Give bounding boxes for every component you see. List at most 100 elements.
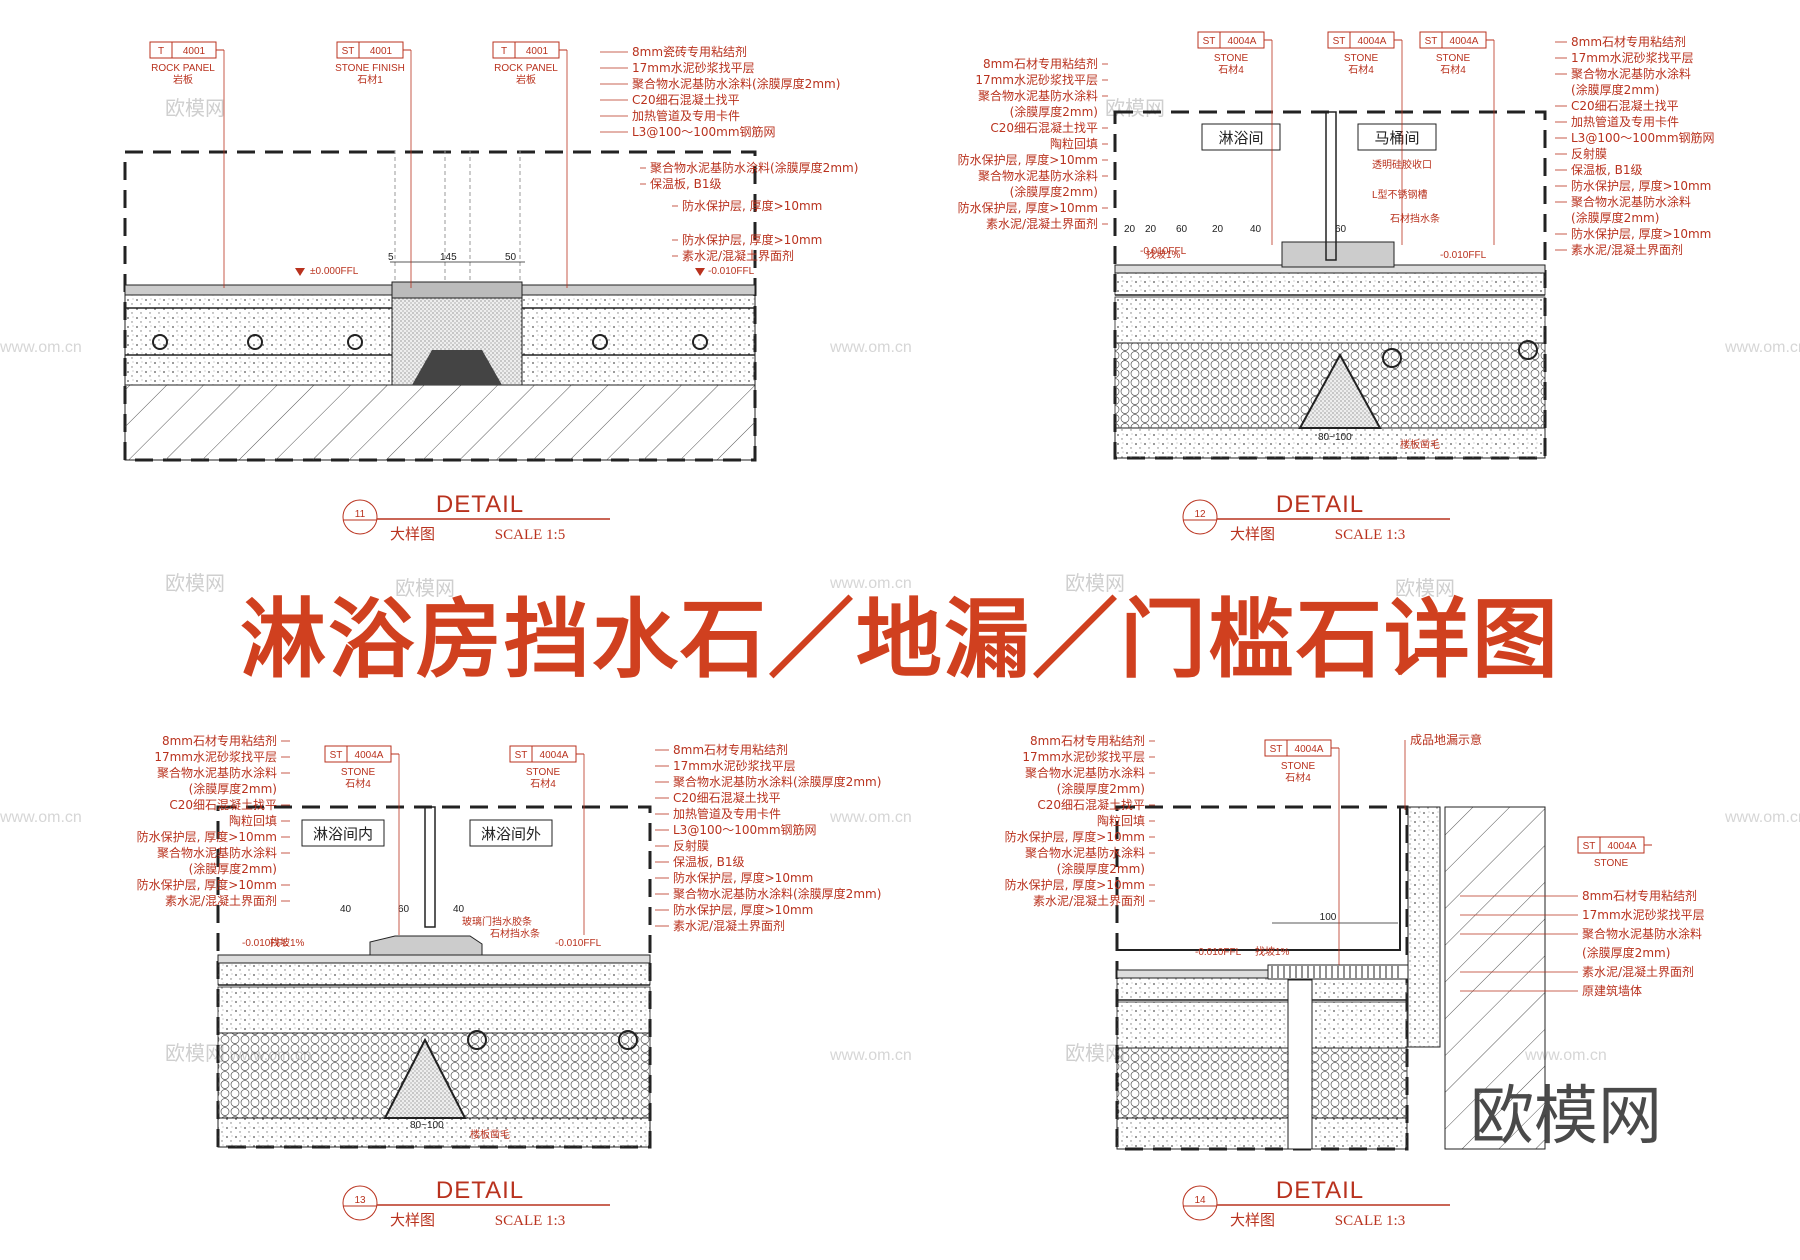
watermark-url: www.om.cn [1724,809,1800,826]
detail-number: 14 [1194,1195,1206,1206]
callout-label: 聚合物水泥基防水涂料(涂膜厚度2mm) [673,886,881,901]
heating-pipe [692,334,708,350]
note-text: 楼板凿毛 [1400,438,1440,451]
detail-scale: SCALE 1:3 [1335,1213,1405,1229]
material-tag-name: STONE [1344,53,1379,64]
material-tag-number: 4004A [1295,744,1324,755]
material-tag-cn: 岩板 [173,73,193,86]
threshold-stone [391,281,523,299]
material-tag-name: STONE [1281,761,1316,772]
detail-subtitle: 大样图 [390,526,435,543]
material-tag-name: STONE [1436,53,1471,64]
banner-title: 淋浴房挡水石／地漏／门槛石详图 [240,590,1560,690]
detail-number: 13 [354,1195,366,1206]
callout-label: 8mm石材专用粘结剂 [1582,888,1697,903]
dimension-value: 20 [1145,224,1157,235]
note-text: 成品地漏示意 [1410,732,1482,747]
structural-slab [1116,1117,1408,1150]
callout-label: 聚合物水泥基防水涂料 [1582,926,1702,941]
material-tag-name: STONE [1214,53,1249,64]
watermark-url: www.om.cn [1724,339,1800,356]
callout-label: 17mm水泥砂浆找平层 [632,60,755,75]
material-tag-number: 4004A [355,750,384,761]
callout-label: 素水泥/混凝土界面剂 [682,248,794,263]
callout-label: 素水泥/混凝土界面剂 [673,918,785,933]
watermark-text: 欧模网 [165,1041,225,1065]
glass-door-panel [424,806,436,928]
detail-heading: DETAIL [436,1177,524,1204]
callout-label: (涂膜厚度2mm) [189,861,277,876]
brand-logo: 欧模网 [1470,1080,1662,1154]
callout-label: (涂膜厚度2mm) [1010,184,1098,199]
level-text: -0.010FFL [1140,246,1187,257]
callout-label: 素水泥/混凝土界面剂 [1033,893,1145,908]
dimension-value: 20 [1212,224,1224,235]
callout-label: 反射膜 [673,838,709,853]
level-text: -0.010FFL [555,938,602,949]
callout-label: 17mm水泥砂浆找平层 [1582,907,1705,922]
callout-label: 加热管道及专用卡件 [673,806,781,821]
material-tag-code: ST [330,750,343,761]
callout-label: 17mm水泥砂浆找平层 [975,72,1098,87]
material-tag-name: ROCK PANEL [494,63,558,74]
material-tag-cn: 岩板 [516,73,536,86]
concrete-screed-layer [1114,296,1546,344]
callout-label: 聚合物水泥基防水涂料 [1025,845,1145,860]
glass-panel [1325,111,1337,261]
callout-label: 防水保护层, 厚度>10mm [1005,877,1145,892]
structural-slab [124,384,756,461]
callout-label: C20细石混凝土找平 [169,797,277,812]
dimension-value: 5 [388,252,394,263]
material-tag-code: ST [515,750,528,761]
concrete-screed-layer [1116,1001,1408,1049]
heating-pipe [618,1030,638,1050]
material-tag-cn: 石材4 [1285,771,1311,784]
callout-label: C20细石混凝土找平 [1037,797,1145,812]
material-tag-number: 4004A [540,750,569,761]
material-tag-code: T [501,46,507,57]
callout-label: 8mm石材专用粘结剂 [983,56,1098,71]
callout-label: (涂膜厚度2mm) [1057,861,1145,876]
dimension-value: 20 [1124,224,1136,235]
dimension-value: 145 [440,252,457,263]
level-text: -0.010FFL [242,938,289,949]
note-text: L型不锈钢槽 [1372,188,1428,201]
callout-label: 素水泥/混凝土界面剂 [1571,242,1683,257]
callout-label: 8mm石材专用粘结剂 [673,742,788,757]
callout-label: 17mm水泥砂浆找平层 [154,749,277,764]
detail-number-circle [342,1185,378,1221]
callout-label: 反射膜 [1571,146,1607,161]
material-tag-number: 4004A [1608,841,1637,852]
watermark-text: 欧模网 [165,96,225,120]
callout-label: (涂膜厚度2mm) [1582,945,1670,960]
material-tag-cn: 石材4 [530,777,556,790]
watermark-url: www.om.cn [829,339,912,356]
callout-label: 8mm石材专用粘结剂 [1571,34,1686,49]
note-text: 玻璃门挡水胶条 [462,915,532,928]
callout-label: 聚合物水泥基防水涂料(涂膜厚度2mm) [632,76,840,91]
dimension-value: 40 [340,904,352,915]
callout-label: (涂膜厚度2mm) [1010,104,1098,119]
callout-label: 素水泥/混凝土界面剂 [986,216,1098,231]
callout-label: 加热管道及专用卡件 [1571,114,1679,129]
dimension-value: 100 [1320,912,1337,923]
material-tag-number: 4004A [1228,36,1257,47]
watermark-url: www.om.cn [0,339,82,356]
callout-label: 防水保护层, 厚度>10mm [1571,226,1711,241]
callout-label: L3@100～100mm钢筋网 [632,124,776,139]
material-tag-number: 4004A [1358,36,1387,47]
watermark-text: 欧模网 [395,576,455,600]
room-label: 淋浴间外 [481,825,541,843]
detail-number-circle [1182,1185,1218,1221]
heating-pipe [152,334,168,350]
dimension-value: 80~100 [1318,432,1352,443]
level-text: -0.010FFL [1195,947,1242,958]
callout-label: 17mm水泥砂浆找平层 [673,758,796,773]
callout-label: 17mm水泥砂浆找平层 [1571,50,1694,65]
material-tag-name: STONE [526,767,561,778]
heating-pipe [247,334,263,350]
callout-label: 防水保护层, 厚度>10mm [682,232,822,247]
concrete-screed-layer [217,986,651,1034]
wall-finish-layer [1407,806,1441,1048]
